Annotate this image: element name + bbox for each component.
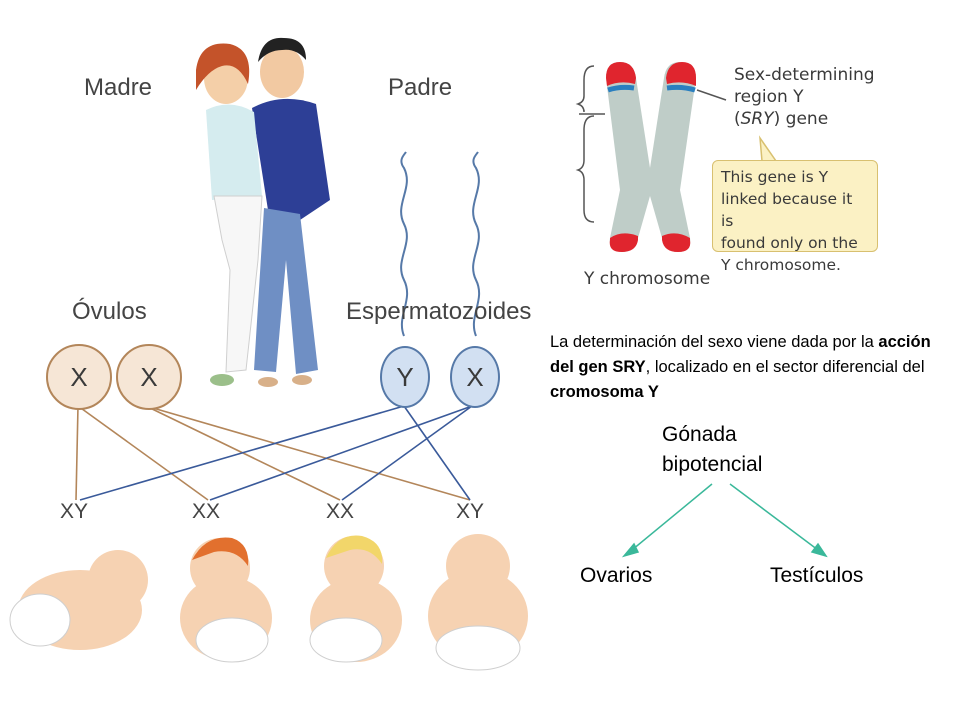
father-label: Padre <box>388 74 453 101</box>
offspring-genotype-2: XX <box>192 500 221 523</box>
sry-gene-name: SRY <box>740 109 774 129</box>
testes-label: Testículos <box>770 564 864 587</box>
sperm-lines <box>79 405 473 501</box>
sry-note: This gene is Y linked because it is foun… <box>712 160 878 274</box>
sry-label: Sex-determining region Y (SRY) gene <box>734 64 875 130</box>
mother-label: Madre <box>84 74 153 101</box>
babies-illustration <box>9 534 528 671</box>
ovaries-label: Ovarios <box>580 564 653 587</box>
y-chromosome <box>575 62 778 252</box>
sperm-cell-x: X <box>450 346 500 408</box>
gonad-title-line2: bipotencial <box>662 453 763 476</box>
sry-open-paren: ( <box>734 109 741 129</box>
offspring-genotype-1: XY <box>60 500 89 523</box>
note-line-3: found only on the <box>721 234 858 252</box>
sry-label-line2: region Y <box>734 87 804 107</box>
gonad-title: Gónada bipotencial <box>662 420 762 480</box>
sperm-tail-y <box>400 151 409 337</box>
explanation-bold1: acción del gen SRY <box>550 333 931 376</box>
ova-label: Óvulos <box>72 298 147 325</box>
ova-lines <box>75 405 471 501</box>
sperm-cell-y: Y <box>380 346 430 408</box>
explanation-part1: La determinación del sexo viene dada por… <box>550 333 879 351</box>
sry-close: ) gene <box>773 109 829 129</box>
sry-label-line1: Sex-determining <box>734 65 875 85</box>
sperm-label: Espermatozoides <box>346 298 532 325</box>
note-line-4: Y chromosome. <box>721 256 841 274</box>
sperm-tail-x <box>472 151 481 337</box>
chromosome-caption: Y chromosome <box>584 269 711 289</box>
parents-illustration <box>196 37 330 387</box>
gonad-title-line1: Gónada <box>662 423 737 446</box>
explanation-part2: , localizado en el sector diferencial de… <box>645 358 925 376</box>
ovum-cell-2: X <box>116 344 182 410</box>
note-line-1: This gene is Y <box>721 168 829 186</box>
explanation-text: La determinación del sexo viene dada por… <box>550 330 950 405</box>
offspring-genotype-4: XY <box>456 500 485 523</box>
note-line-2: linked because it is <box>721 190 853 230</box>
gonad-arrows <box>621 483 828 558</box>
ovum-cell-1: X <box>46 344 112 410</box>
explanation-bold2: cromosoma Y <box>550 383 659 401</box>
sry-label-line3: (SRY) gene <box>734 108 875 130</box>
offspring-genotype-3: XX <box>326 500 355 523</box>
